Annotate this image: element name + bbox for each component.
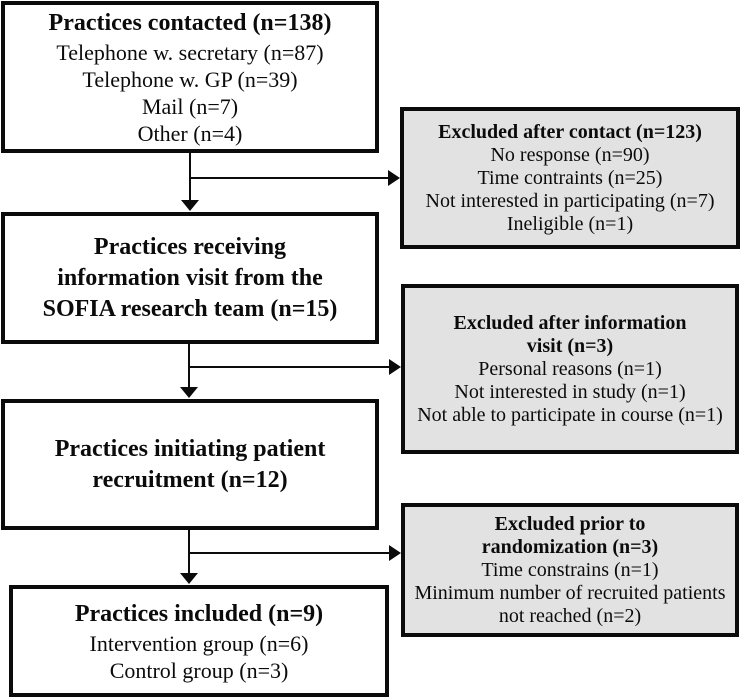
arrow-contacted-to-information-visit — [181, 153, 199, 211]
arrow-recruitment-to-included — [180, 530, 198, 584]
box-title-line: Practices receiving — [93, 233, 287, 260]
box-line: No response (n=90) — [490, 143, 650, 166]
box-line: Ineligible (n=1) — [506, 212, 634, 235]
box-line: Time constrains (n=1) — [481, 558, 659, 581]
box-title: Practices contacted (n=138) — [48, 9, 332, 36]
box-line: Not able to participate in course (n=1) — [417, 403, 723, 426]
box-line: Minimum number of recruited patients — [414, 581, 726, 604]
box-title-line: SOFIA research team (n=15) — [42, 295, 338, 322]
box-excluded-prior-to-randomization: Excluded prior to randomization (n=3) Ti… — [401, 503, 739, 637]
box-title-line: visit (n=3) — [526, 334, 614, 357]
box-excluded-after-contact: Excluded after contact (n=123) No respon… — [400, 107, 740, 249]
box-title-line: recruitment (n=12) — [92, 466, 288, 493]
box-title: Practices included (n=9) — [74, 600, 324, 627]
arrow-information-visit-to-recruitment — [180, 344, 198, 398]
box-practices-contacted: Practices contacted (n=138) Telephone w.… — [1, 1, 379, 153]
box-line: Time contraints (n=25) — [477, 166, 663, 189]
box-line: Not interested in participating (n=7) — [425, 189, 715, 212]
box-line: Mail (n=7) — [141, 93, 239, 119]
box-practices-included: Practices included (n=9) Intervention gr… — [9, 585, 389, 697]
box-title: Excluded after contact (n=123) — [438, 120, 702, 143]
box-line: Telephone w. GP (n=39) — [82, 66, 298, 92]
arrowhead-right-icon — [389, 359, 401, 375]
box-title-line: Practices initiating patient — [54, 435, 326, 462]
arrowhead-right-icon — [389, 545, 401, 561]
box-line: Not interested in study (n=1) — [454, 380, 686, 403]
box-line: Other (n=4) — [137, 120, 243, 146]
box-line: Control group (n=3) — [109, 657, 289, 683]
box-title-line: Excluded after information — [453, 311, 687, 334]
arrowhead-down-icon — [180, 387, 198, 398]
box-title-line: information visit from the — [57, 264, 323, 291]
box-line: Personal reasons (n=1) — [478, 357, 662, 380]
box-title-line: Excluded prior to — [494, 512, 646, 535]
arrow-information-visit-to-excluded-after-information — [189, 359, 401, 375]
box-line: not reached (n=2) — [498, 604, 642, 627]
box-excluded-after-information-visit: Excluded after information visit (n=3) P… — [401, 284, 739, 454]
arrowhead-down-icon — [180, 573, 198, 584]
box-practices-initiating-patient-recruitment: Practices initiating patient recruitment… — [1, 399, 379, 530]
arrowhead-down-icon — [181, 200, 199, 211]
box-line: Telephone w. secretary (n=87) — [56, 39, 324, 65]
arrow-recruitment-to-excluded-prior-randomization — [189, 545, 401, 561]
arrow-contacted-to-excluded-after-contact — [190, 170, 400, 186]
box-title-line: randomization (n=3) — [481, 535, 659, 558]
box-line: Intervention group (n=6) — [89, 630, 309, 656]
arrowhead-right-icon — [388, 170, 400, 186]
box-practices-receiving-information-visit: Practices receiving information visit fr… — [1, 212, 379, 344]
